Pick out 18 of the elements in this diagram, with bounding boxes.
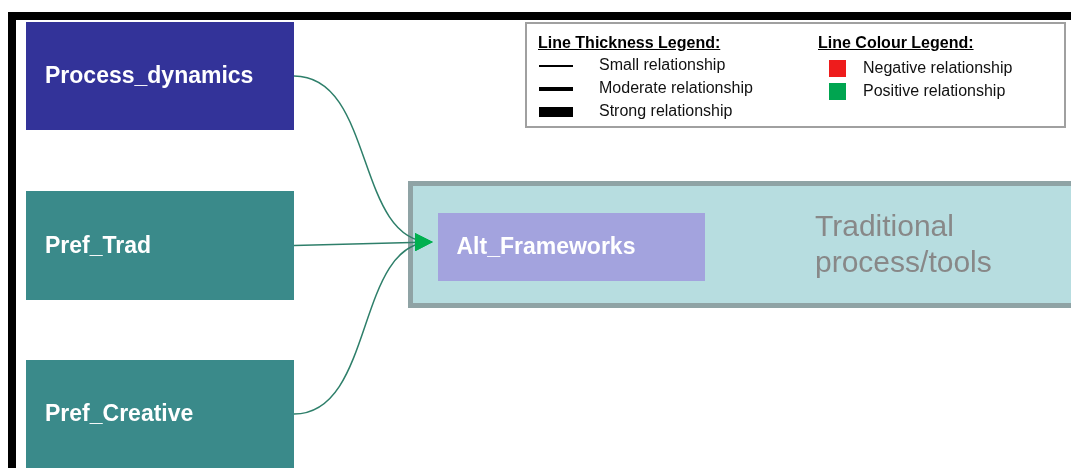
variable-name: Alt_Frameworks (456, 233, 637, 261)
variable-box (26, 360, 294, 468)
group-panel (408, 181, 1071, 308)
legend-label: Positive relationship (863, 82, 1006, 100)
group-title: Traditional process/tools (815, 208, 993, 280)
legend-label: Small relationship (599, 56, 726, 74)
arrow (293, 236, 433, 415)
legend-label: Moderate relationship (599, 79, 753, 97)
variable-name: Pref_Creative (45, 400, 195, 428)
legend-label: Strong relationship (599, 102, 733, 120)
variable-name: Process_dynamics (45, 62, 255, 90)
variable-box (26, 22, 294, 130)
legend-heading: Line Thickness Legend: (538, 34, 721, 52)
legend-label: Negative relationship (863, 59, 1013, 77)
variable-box (438, 213, 705, 281)
legend-heading: Line Colour Legend: (818, 34, 974, 52)
variable-name: Pref_Trad (45, 231, 153, 260)
variable-box (26, 191, 294, 300)
